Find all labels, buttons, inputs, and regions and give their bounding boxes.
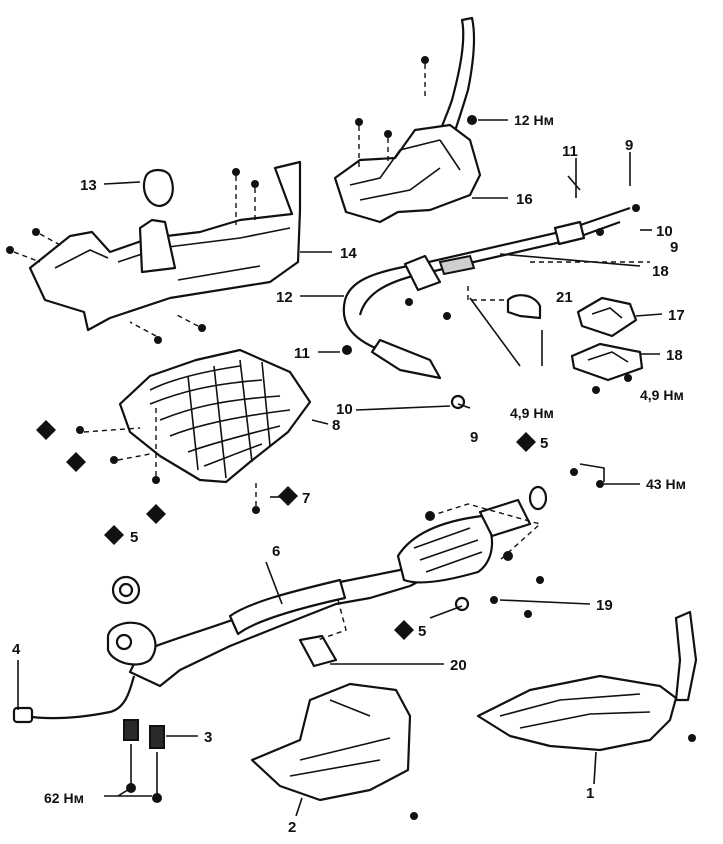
callout-5-left: 5 <box>130 529 138 546</box>
callout-21: 21 <box>556 289 573 306</box>
heat-shield <box>76 348 312 514</box>
exhaust-system <box>106 468 604 688</box>
torque-cable-bracket: 4,9 Нм <box>510 405 554 421</box>
underbody-covers <box>250 610 698 820</box>
callout-18-lower: 18 <box>666 347 683 364</box>
callout-20: 20 <box>450 657 467 674</box>
torque-bracket-18: 4,9 Нм <box>640 387 684 403</box>
callout-1: 1 <box>586 785 594 802</box>
torque-labels: 12 Нм 4,9 Нм 4,9 Нм 43 Нм 62 Нм <box>44 112 686 806</box>
callout-4: 4 <box>12 641 21 658</box>
cable-brackets <box>506 294 644 394</box>
callout-9-top: 9 <box>625 137 633 154</box>
callout-14: 14 <box>340 245 357 262</box>
callout-10-lower: 10 <box>336 401 353 418</box>
callout-12: 12 <box>276 289 293 306</box>
callout-17: 17 <box>668 307 685 324</box>
o2-sensor-and-springs <box>12 675 165 803</box>
torque-converter-flange: 43 Нм <box>646 476 686 492</box>
callout-5-mid: 5 <box>418 623 426 640</box>
callout-11-left: 11 <box>294 345 310 362</box>
callout-8: 8 <box>332 417 340 434</box>
callout-2: 2 <box>288 819 296 836</box>
callout-3: 3 <box>204 729 212 746</box>
callout-9-right: 9 <box>670 239 678 256</box>
callout-11-top: 11 <box>562 143 578 160</box>
shift-lever-assembly <box>333 16 482 224</box>
torque-front-pipe: 62 Нм <box>44 790 84 806</box>
callout-9-lower: 9 <box>470 429 478 446</box>
callout-7: 7 <box>302 490 310 507</box>
callout-13: 13 <box>80 177 97 194</box>
callout-labels: 13 14 16 11 9 10 9 18 12 21 17 11 18 10 … <box>12 137 685 836</box>
callout-19: 19 <box>596 597 613 614</box>
center-console <box>6 160 302 344</box>
shift-cables <box>342 204 650 410</box>
tightening-markers <box>36 420 536 640</box>
callout-10-right: 10 <box>656 223 673 240</box>
callout-18-top: 18 <box>652 263 669 280</box>
torque-shift-lever: 12 Нм <box>514 112 554 128</box>
callout-6: 6 <box>272 543 280 560</box>
callout-5-top: 5 <box>540 435 548 452</box>
callout-16: 16 <box>516 191 533 208</box>
leader-lines <box>17 119 663 817</box>
